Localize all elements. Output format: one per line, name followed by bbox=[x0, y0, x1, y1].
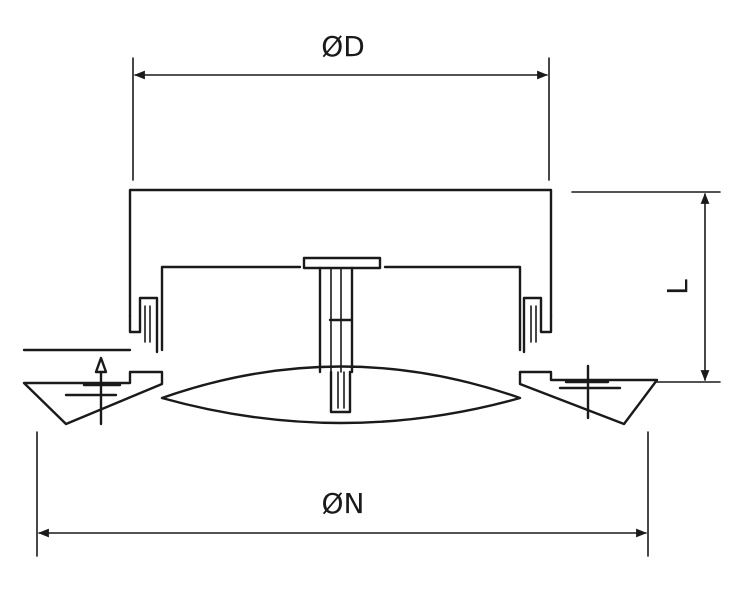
dimension-d-label: ØD bbox=[321, 30, 365, 63]
diffuser-body bbox=[22, 188, 659, 426]
dimension-l-label: L bbox=[661, 279, 694, 295]
dimension-l: L bbox=[571, 191, 721, 383]
dimension-n: ØN bbox=[36, 431, 649, 557]
dimension-d: ØD bbox=[132, 30, 550, 181]
dimension-n-label: ØN bbox=[322, 487, 365, 520]
